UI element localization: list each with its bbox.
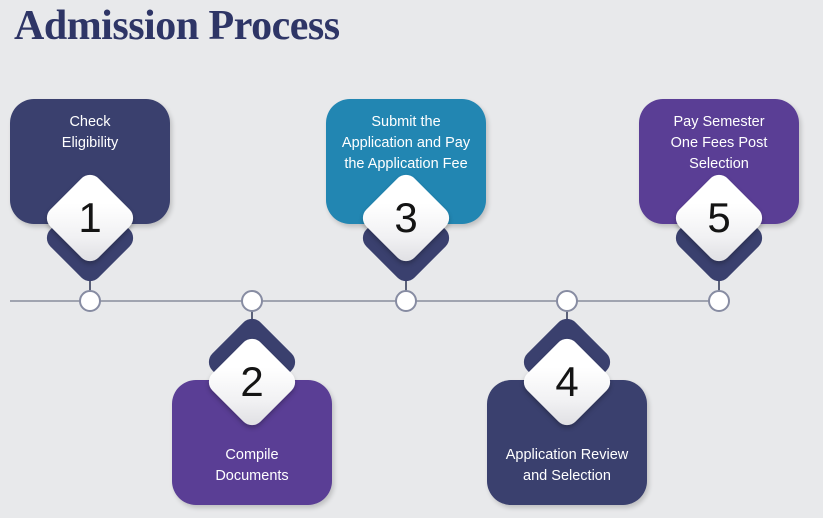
timeline-node-1 bbox=[79, 290, 101, 312]
timeline-node-5 bbox=[708, 290, 730, 312]
timeline-node-4 bbox=[556, 290, 578, 312]
step-3-label: Submit the Application and Pay the Appli… bbox=[341, 114, 471, 172]
step-1-number: 1 bbox=[78, 194, 102, 241]
step-3-number: 3 bbox=[394, 194, 418, 241]
timeline-node-2 bbox=[241, 290, 263, 312]
page-title: Admission Process bbox=[14, 3, 340, 49]
step-5-label: Pay Semester One Fees Post Selection bbox=[670, 114, 768, 172]
step-3-box: Submit the Application and Pay the Appli… bbox=[326, 99, 486, 224]
step-5-number: 5 bbox=[707, 194, 731, 241]
step-2-number: 2 bbox=[240, 358, 264, 405]
timeline-line bbox=[10, 300, 719, 302]
timeline-node-3 bbox=[395, 290, 417, 312]
step-4-label: Application Review and Selection bbox=[505, 447, 629, 484]
step-2-label: Compile Documents bbox=[215, 447, 289, 484]
step-1-label: Check Eligibility bbox=[61, 114, 119, 151]
step-4-number: 4 bbox=[555, 358, 579, 405]
